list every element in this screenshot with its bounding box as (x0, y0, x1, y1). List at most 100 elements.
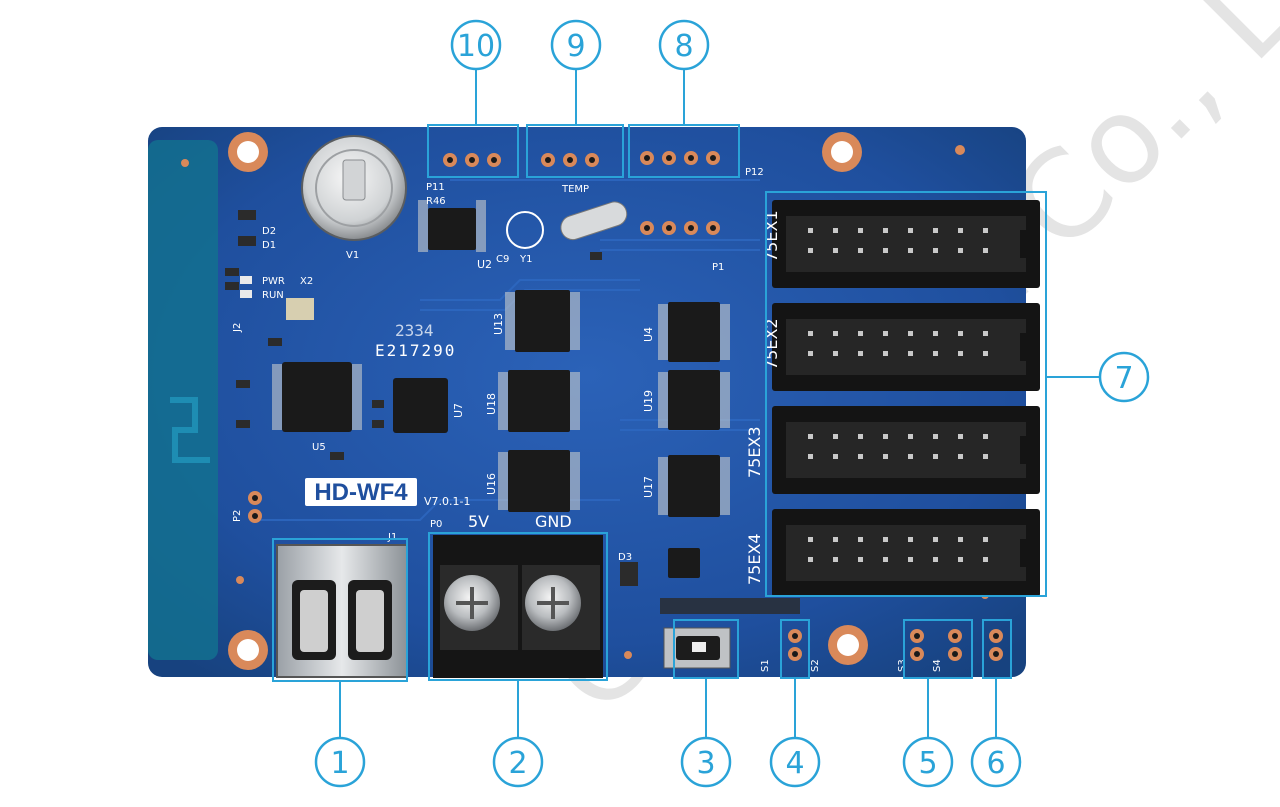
hub75-connector-4 (772, 509, 1040, 597)
antenna-trace (170, 397, 210, 463)
connector-label-4: 75EX4 (745, 533, 764, 585)
silk-s1: S1 (760, 659, 771, 672)
callout-number-8: 8 (674, 29, 693, 64)
silk-pwr: PWR (262, 276, 285, 287)
chip-u2 (428, 208, 476, 250)
silk-d2: D2 (262, 226, 276, 237)
header-p1 (640, 221, 720, 235)
chip-label-u7: U7 (452, 403, 465, 418)
callout-number-5: 5 (918, 746, 937, 781)
chip-label-u19: U19 (642, 390, 655, 412)
connector-label-1: 75EX1 (762, 210, 781, 262)
misc-silk-labels: P11 P12 P1 P0 P2 J1 J2 PWR RUN TEMP V1 Y… (232, 167, 943, 672)
header-s4 (948, 629, 962, 661)
chip-label-u4: U4 (642, 327, 655, 342)
chip-label-u18: U18 (485, 393, 498, 415)
chip-u1 (668, 548, 700, 578)
coin-battery (301, 135, 407, 241)
silk-p1: P1 (712, 262, 724, 273)
chip-label-u16: U16 (485, 473, 498, 495)
hub75-connector-2 (772, 303, 1040, 391)
connector-label-3: 75EX3 (745, 426, 764, 478)
callout-number-6: 6 (986, 746, 1005, 781)
header-s3 (910, 629, 924, 661)
header-s2 (788, 629, 802, 661)
callout-circle-9 (550, 19, 602, 71)
silk-j2: J2 (232, 323, 243, 333)
callout-numbers: 1 2 3 4 5 6 7 8 9 10 (330, 29, 1133, 781)
silk-r46: R46 (426, 196, 446, 207)
chip-u16 (508, 450, 570, 512)
silk-y1: Y1 (519, 254, 532, 265)
silk-s4: S4 (932, 659, 943, 672)
callout-box-7 (765, 191, 1047, 597)
callout-markers (314, 19, 1150, 788)
crystal-outline (506, 211, 544, 249)
serial-top: 2334 (395, 321, 434, 340)
silk-p11: P11 (426, 182, 445, 193)
chip-u19 (668, 370, 720, 430)
silk-p12: P12 (745, 167, 764, 178)
smd-components (225, 210, 800, 614)
label-gnd: GND (535, 512, 572, 531)
chip-silk-labels: U13 U18 U16 U4 U19 U17 U7 U2 (452, 258, 655, 498)
callout-circle-5 (902, 736, 954, 788)
silk-p0: P0 (430, 519, 442, 530)
callout-number-9: 9 (566, 29, 585, 64)
callout-number-4: 4 (785, 746, 804, 781)
callout-box-10 (427, 124, 519, 178)
chips (282, 208, 720, 578)
callout-number-7: 7 (1114, 361, 1133, 396)
chip-u17 (668, 455, 720, 517)
silk-d3: D3 (618, 552, 632, 563)
version-label: V7.0.1-1 (424, 495, 470, 508)
callout-number-2: 2 (508, 746, 527, 781)
silk-s3: S3 (897, 659, 908, 672)
hub75-connector-1 (772, 200, 1040, 288)
chip-u4 (668, 302, 720, 362)
silk-u5: U5 (312, 442, 326, 453)
crystal-oscillator (560, 201, 628, 241)
silk-j1: J1 (387, 532, 397, 543)
chip-u18 (508, 370, 570, 432)
usb-port (276, 544, 408, 678)
power-terminal (433, 535, 603, 678)
model-label: HD-WF4 (314, 479, 408, 506)
silk-c9: C9 (496, 254, 509, 265)
chip-label-u13: U13 (492, 313, 505, 335)
label-5v: 5V (468, 512, 489, 531)
callout-box-5 (903, 619, 973, 679)
silk-s2: S2 (810, 659, 821, 672)
serial-bottom: E217290 (375, 341, 456, 360)
header-p11 (443, 153, 501, 167)
status-leds (240, 276, 252, 298)
callout-number-3: 3 (696, 746, 715, 781)
chip-u13 (515, 290, 570, 352)
pin-headers (248, 151, 1003, 661)
callout-circle-3 (680, 736, 732, 788)
silk-d1: D1 (262, 240, 276, 251)
chip-label-u2: U2 (477, 258, 492, 271)
header-temp (541, 153, 599, 167)
chip-pins (272, 200, 730, 515)
hub75-connectors (772, 200, 1040, 597)
callout-circle-1 (314, 736, 366, 788)
silk-p2: P2 (232, 510, 243, 522)
chip-label-u17: U17 (642, 476, 655, 498)
callout-number-10: 10 (457, 29, 495, 64)
callout-leaders (339, 69, 1100, 738)
callout-circle-6 (970, 736, 1022, 788)
callout-circle-10 (450, 19, 502, 71)
silk-v1: V1 (346, 250, 359, 261)
silk-run: RUN (262, 290, 284, 301)
callout-circle-2 (492, 736, 544, 788)
silk-temp: TEMP (561, 184, 589, 195)
chip-mcu (282, 362, 352, 432)
hub75-connector-3 (772, 406, 1040, 494)
header-s5 (989, 629, 1003, 661)
model-label-box (305, 478, 417, 506)
connector-label-2: 75EX2 (762, 318, 781, 370)
header-p12 (640, 151, 720, 165)
callout-circle-4 (769, 736, 821, 788)
